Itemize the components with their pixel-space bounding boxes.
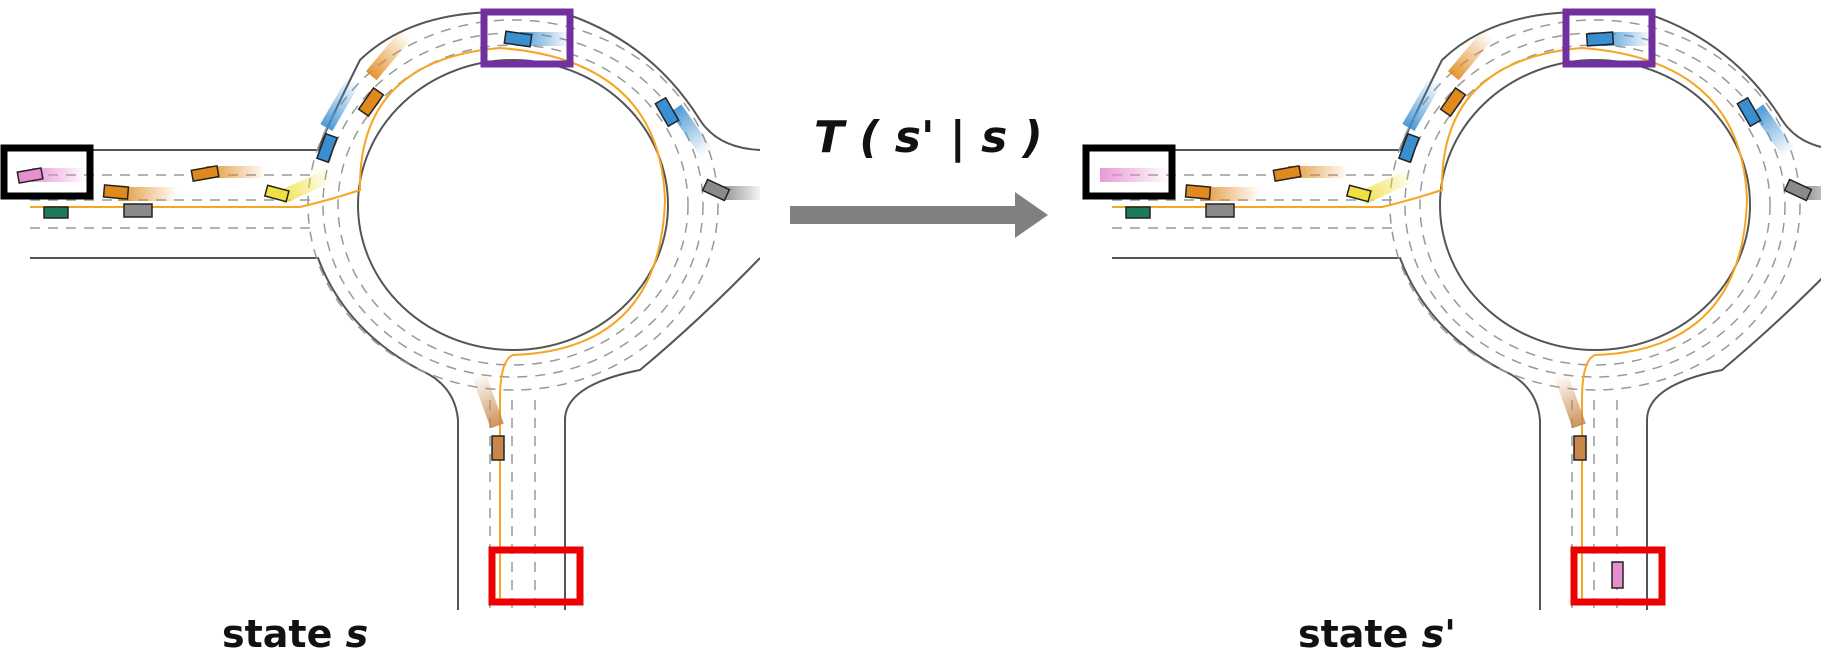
goal-box xyxy=(488,546,584,606)
vehicle-pink xyxy=(1611,561,1624,589)
vehicle-gray xyxy=(123,203,153,218)
vehicle-orange-3 xyxy=(1439,86,1467,118)
vehicle-orange-3 xyxy=(357,86,385,118)
state-caption-s-prime: state s' xyxy=(1298,612,1456,656)
vehicle-brown xyxy=(1573,435,1587,461)
roundabout-scene xyxy=(0,8,764,610)
ego-box xyxy=(0,144,94,200)
route-line xyxy=(1112,46,1749,600)
vehicle-trail-gray xyxy=(724,186,764,200)
vehicle-brown xyxy=(491,435,505,461)
vehicle-trail-blue-3 xyxy=(1751,104,1795,158)
vehicle-orange-2 xyxy=(1272,164,1302,183)
vehicles xyxy=(1100,29,1821,589)
vehicle-trail-brown xyxy=(471,371,504,429)
caption-variable: s' xyxy=(1421,612,1456,656)
transition-arrow xyxy=(790,192,1048,238)
target-box xyxy=(1562,8,1656,68)
vehicle-blue-2 xyxy=(1585,31,1615,47)
vehicle-blue-2 xyxy=(503,30,533,48)
vehicle-blue xyxy=(315,132,339,164)
route-line xyxy=(30,46,667,600)
vehicle-trail-pink xyxy=(1100,168,1170,182)
vehicle-blue xyxy=(1397,132,1421,164)
vehicle-trail-orange-2 xyxy=(1288,166,1348,178)
central-island xyxy=(1439,59,1751,351)
vehicle-gray-2 xyxy=(1783,178,1813,202)
central-island xyxy=(357,59,669,351)
vehicle-trail-blue-2 xyxy=(1602,32,1652,46)
roundabout-panel-state-s-prime xyxy=(1082,0,1821,620)
vehicle-trail-orange xyxy=(1200,187,1260,201)
road-edges xyxy=(30,11,761,610)
vehicle-green xyxy=(43,206,69,219)
vehicle-blue-3 xyxy=(654,96,680,128)
ego-box xyxy=(1082,144,1176,200)
transition-label: T ( s' | s ) xyxy=(814,112,1043,163)
target-box xyxy=(480,8,574,68)
vehicle-trail-blue-3 xyxy=(669,104,713,158)
vehicle-orange xyxy=(1184,184,1212,200)
vehicle-trail-pink xyxy=(32,168,87,182)
vehicle-trail-yellow xyxy=(278,167,335,204)
vehicle-trail-brown xyxy=(1553,371,1586,429)
state-caption-s: state s xyxy=(222,612,368,656)
vehicle-trail-orange-2 xyxy=(206,166,266,178)
caption-variable: s xyxy=(345,612,369,656)
goal-box xyxy=(1570,546,1666,606)
vehicle-yellow xyxy=(263,184,290,203)
vehicle-yellow xyxy=(1345,184,1372,203)
vehicles xyxy=(16,29,764,461)
roundabout-panel-state-s xyxy=(0,0,764,620)
caption-prefix: state xyxy=(1298,612,1422,656)
vehicle-trail-orange-3 xyxy=(1447,29,1494,81)
vehicle-trail-blue xyxy=(1402,76,1442,132)
roundabout-scene xyxy=(1082,8,1821,610)
caption-prefix: state xyxy=(222,612,346,656)
vehicle-trail-orange-3 xyxy=(365,29,412,81)
vehicle-green xyxy=(1125,206,1151,219)
vehicle-pink xyxy=(16,167,44,184)
vehicle-trail-blue-2 xyxy=(520,32,570,46)
vehicle-blue-3 xyxy=(1736,96,1762,128)
vehicle-trail-blue xyxy=(320,76,360,132)
vehicle-orange-2 xyxy=(190,164,220,183)
vehicle-orange xyxy=(102,184,130,200)
vehicle-trail-orange xyxy=(118,187,178,201)
vehicle-trail-yellow xyxy=(1360,167,1417,204)
vehicle-gray-2 xyxy=(701,178,731,202)
vehicle-gray xyxy=(1205,203,1235,218)
